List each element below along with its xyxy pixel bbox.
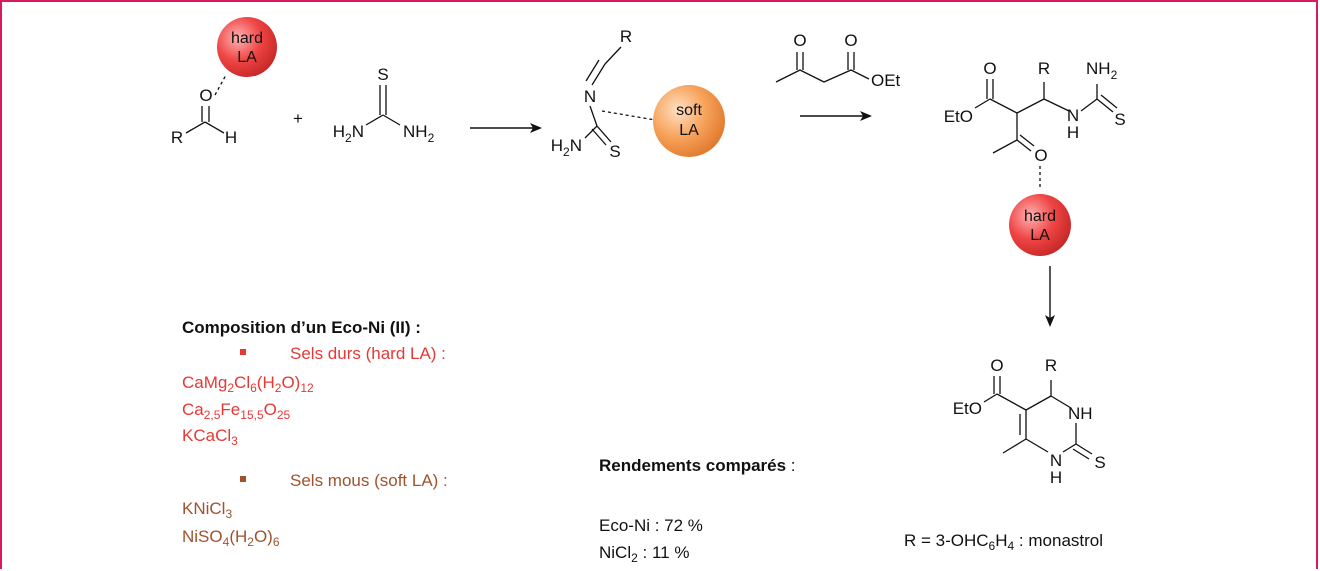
coordination-bond bbox=[214, 74, 227, 96]
atom-o: O bbox=[1034, 146, 1047, 165]
hard-la-sphere bbox=[1009, 194, 1071, 256]
ethyl-acetoacetate: O O OEt bbox=[775, 31, 901, 90]
atom-s: S bbox=[1114, 110, 1125, 129]
atom-s: S bbox=[1094, 453, 1105, 472]
atom-r: R bbox=[1038, 59, 1050, 78]
atom-o: O bbox=[983, 59, 996, 78]
atom-o: O bbox=[793, 31, 806, 50]
group-eto: EtO bbox=[944, 107, 973, 126]
atom-o: O bbox=[990, 356, 1003, 375]
group-nh2: NH2 bbox=[1086, 59, 1118, 82]
hard-la-label-line1: hard bbox=[231, 30, 263, 47]
hard-la-label-line2: LA bbox=[237, 49, 257, 66]
atom-n: N bbox=[1050, 451, 1062, 470]
group-oet: OEt bbox=[871, 71, 901, 90]
hard-salt-item: CaMg2Cl6(H2O)12 bbox=[182, 373, 314, 395]
yield-nicl2: NiCl2 : 11 % bbox=[599, 543, 690, 565]
atom-s: S bbox=[377, 65, 388, 84]
atom-nh: N bbox=[1067, 106, 1079, 125]
composition-title: Composition d’un Eco-Ni (II) : bbox=[182, 318, 421, 337]
group-nh2: NH2 bbox=[403, 122, 435, 145]
atom-o: O bbox=[199, 86, 212, 105]
plus-sign: + bbox=[293, 109, 303, 128]
hard-salt-item: Ca2,5Fe15,5O25 bbox=[182, 400, 291, 422]
group-eto: EtO bbox=[953, 399, 982, 418]
hard-salts-label: Sels durs (hard LA) : bbox=[290, 344, 446, 363]
hard-la-sphere bbox=[217, 17, 277, 77]
soft-la-sphere bbox=[653, 85, 725, 157]
thiourea-molecule: S H2N NH2 bbox=[333, 65, 435, 145]
yield-eco-ni: Eco-Ni : 72 % bbox=[599, 516, 703, 535]
soft-salt-item: KNiCl3 bbox=[182, 499, 233, 521]
r-group-footnote: R = 3-OHC6H4 : monastrol bbox=[904, 531, 1104, 553]
bullet-hard bbox=[240, 349, 246, 355]
soft-la-label-line2: LA bbox=[679, 122, 699, 139]
soft-salts-label: Sels mous (soft LA) : bbox=[290, 471, 448, 490]
atom-r: R bbox=[1045, 356, 1057, 375]
hard-la-label-line1: hard bbox=[1024, 208, 1056, 225]
hard-la-label-line2: LA bbox=[1030, 227, 1050, 244]
atom-r: R bbox=[171, 128, 183, 147]
soft-la-label-line1: soft bbox=[676, 102, 702, 119]
hard-salt-item: KCaCl3 bbox=[182, 426, 238, 448]
aldehyde-molecule: hard LA O R H bbox=[171, 17, 277, 147]
soft-salt-item: NiSO4(H2O)6 bbox=[182, 527, 280, 549]
bullet-soft bbox=[240, 476, 246, 482]
atom-s: S bbox=[609, 142, 620, 161]
atom-n: N bbox=[584, 87, 596, 106]
group-h2n: H2N bbox=[333, 122, 364, 145]
atom-h: H bbox=[1067, 123, 1079, 142]
coordination-bond bbox=[601, 110, 656, 121]
yields-title: Rendements comparés : bbox=[599, 456, 796, 475]
adduct-intermediate: O EtO R N H NH2 S O hard LA bbox=[944, 59, 1126, 256]
product-molecule: O EtO R NH N H S bbox=[953, 356, 1106, 487]
imine-intermediate: R N S H2N soft LA bbox=[551, 27, 725, 161]
group-h2n: H2N bbox=[551, 136, 582, 159]
atom-o: O bbox=[844, 31, 857, 50]
atom-nh: NH bbox=[1068, 404, 1093, 423]
atom-h: H bbox=[1050, 468, 1062, 487]
atom-h: H bbox=[225, 128, 237, 147]
atom-r: R bbox=[620, 27, 632, 46]
